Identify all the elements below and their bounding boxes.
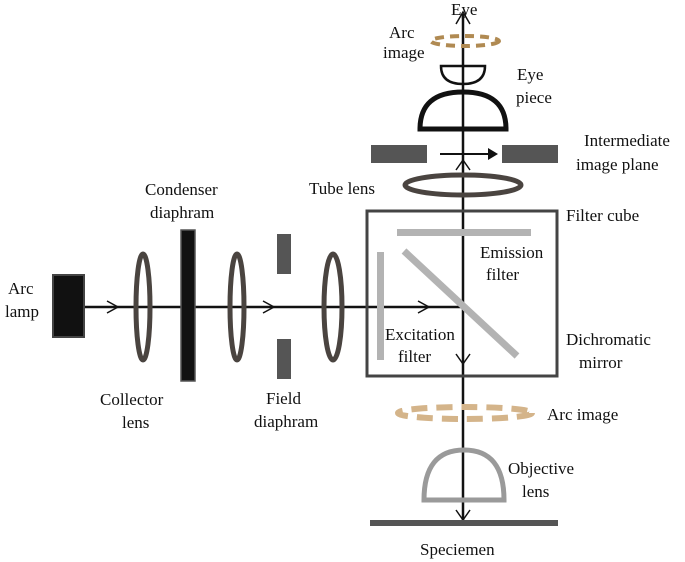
field-diaphragm-top xyxy=(277,234,291,274)
label-dichromatic-2: mirror xyxy=(579,353,623,372)
intermediate-plane-left xyxy=(371,145,427,163)
arrowhead-up-1 xyxy=(455,158,471,171)
specimen-slide xyxy=(370,520,558,526)
label-emission-2: filter xyxy=(486,265,519,284)
label-arc-lamp-1: Arc xyxy=(8,279,34,298)
eye-lens xyxy=(439,64,487,86)
emission-filter xyxy=(397,229,531,236)
label-tube-lens: Tube lens xyxy=(309,179,375,198)
label-intermediate-2: image plane xyxy=(576,155,659,174)
label-emission-1: Emission xyxy=(480,243,544,262)
label-collector-1: Collector xyxy=(100,390,164,409)
label-filter-cube: Filter cube xyxy=(566,206,639,225)
eyepiece-lens xyxy=(417,89,509,132)
arrowhead-up-2 xyxy=(455,10,471,25)
label-arc-image-top-2: image xyxy=(383,43,425,62)
arrowhead-down-1 xyxy=(455,353,471,366)
label-eyepiece-2: piece xyxy=(516,88,552,107)
objective-lens xyxy=(421,447,507,503)
label-condenser-2: diaphram xyxy=(150,203,214,222)
excitation-filter xyxy=(377,252,384,360)
tube-lens xyxy=(402,172,524,198)
label-specimen: Speciemen xyxy=(420,540,495,559)
label-collector-2: lens xyxy=(122,413,149,432)
arc-image-middle xyxy=(395,404,535,422)
arc-image-top xyxy=(429,34,501,48)
condenser-diaphragm xyxy=(180,229,196,382)
excitation-lens xyxy=(321,251,345,363)
filter-cube xyxy=(365,209,559,378)
dichromatic-mirror xyxy=(401,248,520,359)
label-objective-1: Objective xyxy=(508,459,574,478)
arrowhead-1 xyxy=(106,300,120,314)
label-field-1: Field xyxy=(266,389,301,408)
label-arc-image-top-1: Arc xyxy=(389,23,415,42)
label-excitation-1: Excitation xyxy=(385,325,455,344)
label-eye: Eye xyxy=(451,0,477,19)
intermediate-plane-right xyxy=(502,145,558,163)
condenser-lens xyxy=(227,251,247,363)
label-arc-image-middle: Arc image xyxy=(547,405,618,424)
label-excitation-2: filter xyxy=(398,347,431,366)
label-dichromatic-1: Dichromatic xyxy=(566,330,651,349)
intermediate-image-arrowhead xyxy=(488,148,498,160)
label-arc-lamp-2: lamp xyxy=(5,302,39,321)
arc-lamp xyxy=(52,274,85,338)
arrowhead-2 xyxy=(262,300,276,314)
label-condenser-1: Condenser xyxy=(145,180,218,199)
label-eyepiece-1: Eye xyxy=(517,65,543,84)
arrowhead-3 xyxy=(417,300,431,314)
field-diaphragm-bottom xyxy=(277,339,291,379)
label-intermediate-1: Intermediate xyxy=(584,131,670,150)
collector-lens xyxy=(133,251,153,363)
label-objective-2: lens xyxy=(522,482,549,501)
label-field-2: diaphram xyxy=(254,412,318,431)
